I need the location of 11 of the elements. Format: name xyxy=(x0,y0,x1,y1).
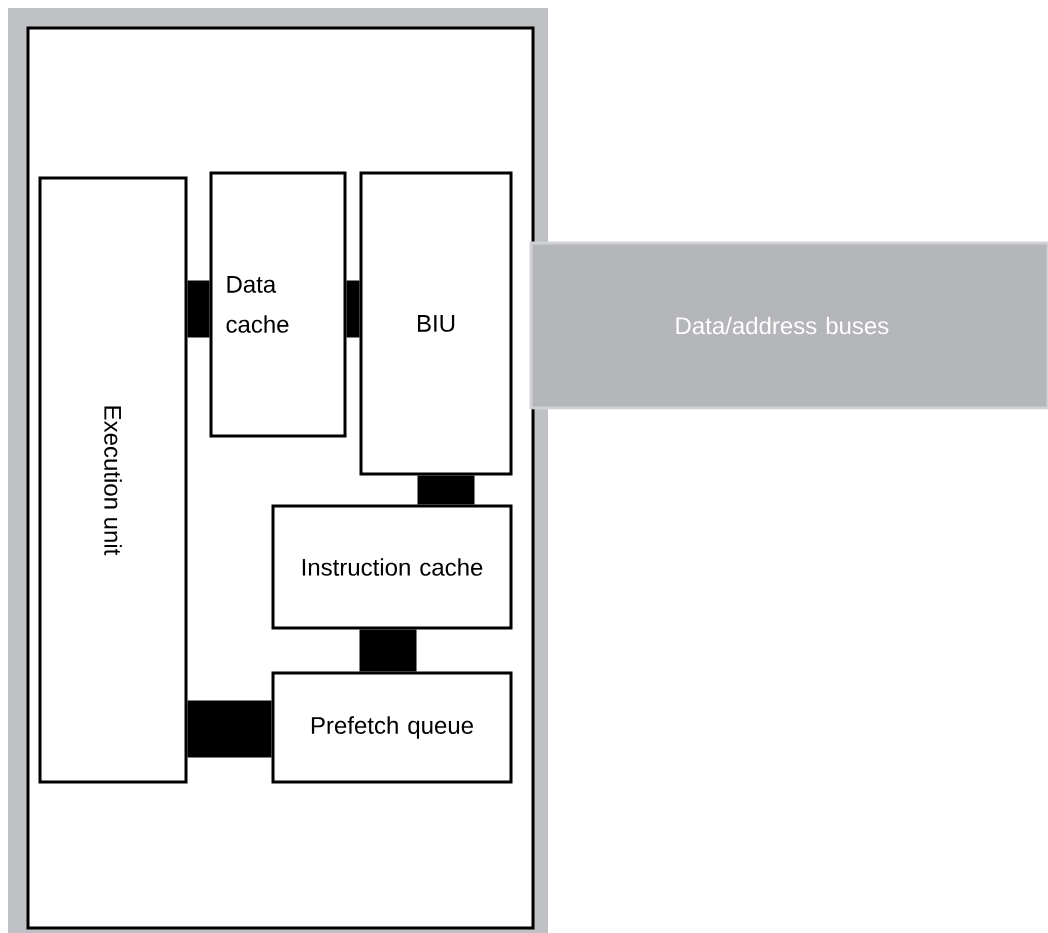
block-box: Prefetch queue xyxy=(271,671,513,784)
block-box: Data cache xyxy=(209,171,347,438)
bus-connector xyxy=(346,280,360,338)
block-box: BIU xyxy=(359,171,513,476)
block-box: Execution unit xyxy=(38,176,188,784)
bus-connector xyxy=(187,280,210,338)
bus-band: Data/address buses xyxy=(529,241,1048,410)
bus-connector xyxy=(417,475,475,505)
bus-connector xyxy=(187,700,272,758)
block-box: Instruction cache xyxy=(271,504,513,630)
bus-connector xyxy=(359,629,417,672)
